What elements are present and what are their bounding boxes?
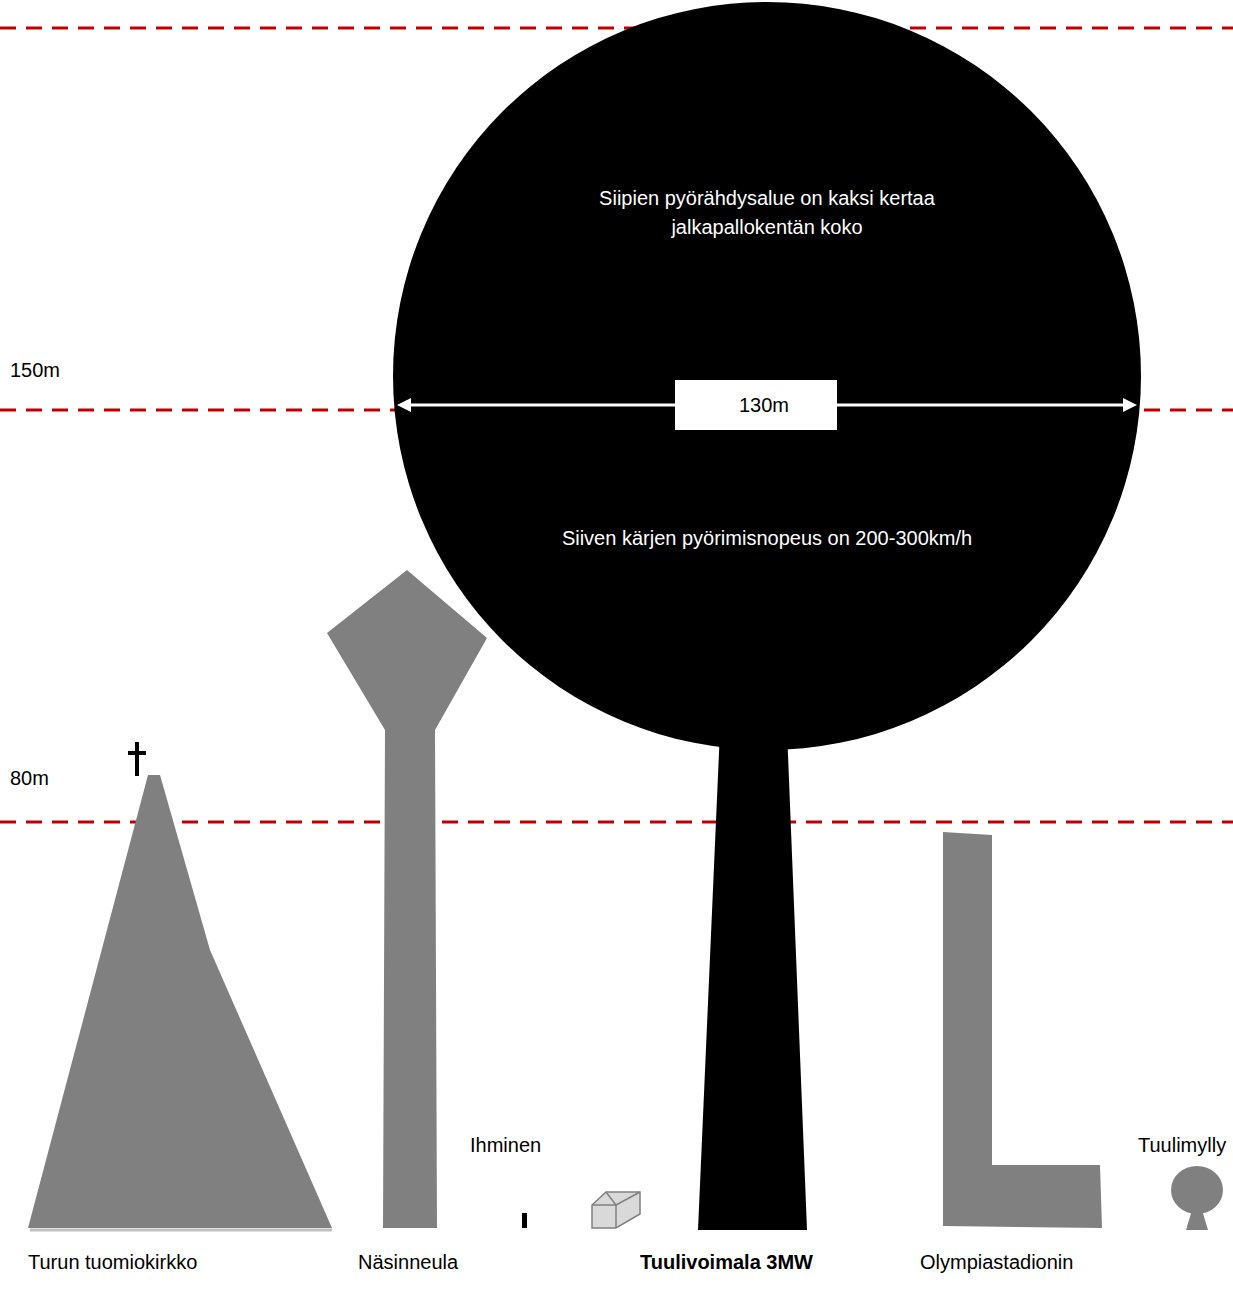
tower-shape <box>327 570 487 1228</box>
object-caption: Turun tuomiokirkko <box>28 1250 197 1274</box>
church-base <box>30 1229 332 1232</box>
object-label: Ihminen <box>470 1133 541 1157</box>
human-figure <box>522 1213 527 1228</box>
rotor-circle-outline <box>393 2 1141 750</box>
height-label: 80m <box>10 766 49 790</box>
node-text: Siipien pyörähdysalue on kaksi kertaa ja… <box>547 184 987 242</box>
height-label: 150m <box>10 358 60 382</box>
house-icon <box>592 1192 640 1228</box>
object-caption: Tuulivoimala 3MW <box>640 1250 813 1274</box>
node-text: 130m <box>675 391 853 420</box>
windmill-icon <box>1171 1166 1223 1230</box>
node-text: Siiven kärjen pyörimisnopeus on 200-300k… <box>547 524 987 553</box>
stadium-tower-shape <box>943 832 1102 1228</box>
church-shape <box>28 775 332 1228</box>
object-label: Tuulimylly <box>1138 1133 1226 1157</box>
object-caption: Näsinneula <box>358 1250 458 1274</box>
turbine-tower <box>698 730 807 1230</box>
dimension-box: 130m <box>675 380 853 430</box>
cross-symbol <box>128 742 146 776</box>
object-caption: Olympiastadionin <box>920 1250 1073 1274</box>
rotor-circle: Siipien pyörähdysalue on kaksi kertaa ja… <box>393 2 1141 750</box>
